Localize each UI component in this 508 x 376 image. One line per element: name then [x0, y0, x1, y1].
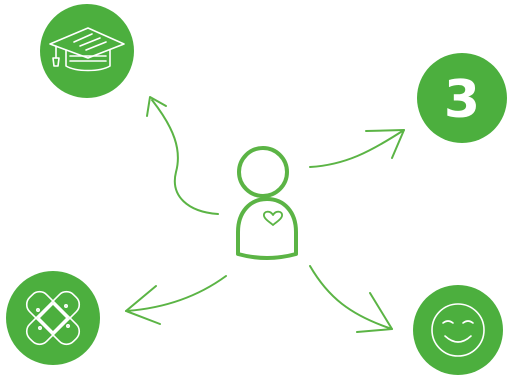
arrow-to-bottom-right: [309, 265, 393, 333]
arrow-to-bottom-left: [125, 275, 227, 325]
graduation-cap-icon: [49, 27, 125, 72]
node-circle: [417, 53, 507, 143]
arrow-to-top-left: [146, 96, 219, 215]
node-top-right: 3: [417, 53, 507, 143]
arrow-to-top-right: [309, 129, 405, 168]
person-head: [237, 146, 289, 198]
node-circle: [413, 285, 503, 375]
smiling-face-icon: [431, 303, 485, 357]
center-person-icon: [236, 146, 298, 260]
node-bottom-right: [413, 285, 503, 375]
person-body: [236, 197, 298, 260]
node-circle: [6, 271, 100, 365]
heart-icon: [263, 210, 283, 226]
node-top-left: [40, 4, 134, 98]
bandage-plaster-icon: [25, 290, 81, 346]
number-badge-label: 3: [444, 70, 480, 130]
node-bottom-left: [6, 271, 100, 365]
node-circle: [40, 4, 134, 98]
